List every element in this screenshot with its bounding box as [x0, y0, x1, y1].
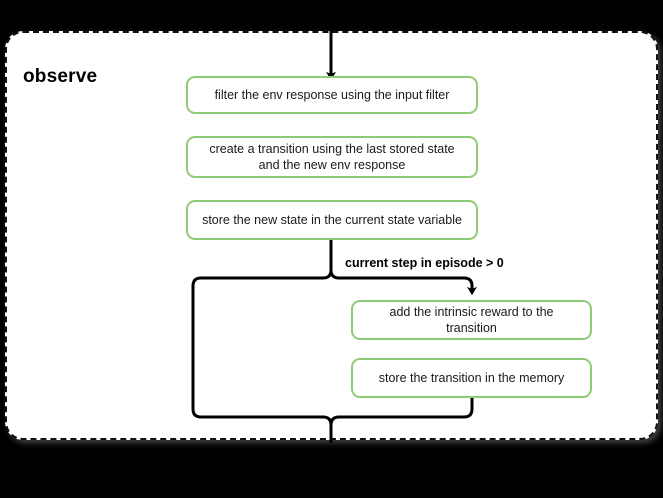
- node-filter-env-response[interactable]: filter the env response using the input …: [186, 76, 478, 114]
- node-label: filter the env response using the input …: [214, 87, 450, 102]
- node-create-transition[interactable]: create a transition using the last store…: [186, 136, 478, 178]
- edge-label-condition: current step in episode > 0: [345, 256, 504, 270]
- node-label: add the intrinsic reward to the transiti…: [389, 304, 554, 336]
- node-label: create a transition using the last store…: [209, 141, 455, 173]
- node-add-intrinsic-reward[interactable]: add the intrinsic reward to the transiti…: [351, 300, 592, 340]
- node-store-transition-memory[interactable]: store the transition in the memory: [351, 358, 592, 398]
- group-title: observe: [23, 66, 98, 87]
- node-store-new-state[interactable]: store the new state in the current state…: [186, 200, 478, 240]
- node-label: store the transition in the memory: [378, 370, 565, 385]
- node-label: store the new state in the current state…: [202, 212, 462, 227]
